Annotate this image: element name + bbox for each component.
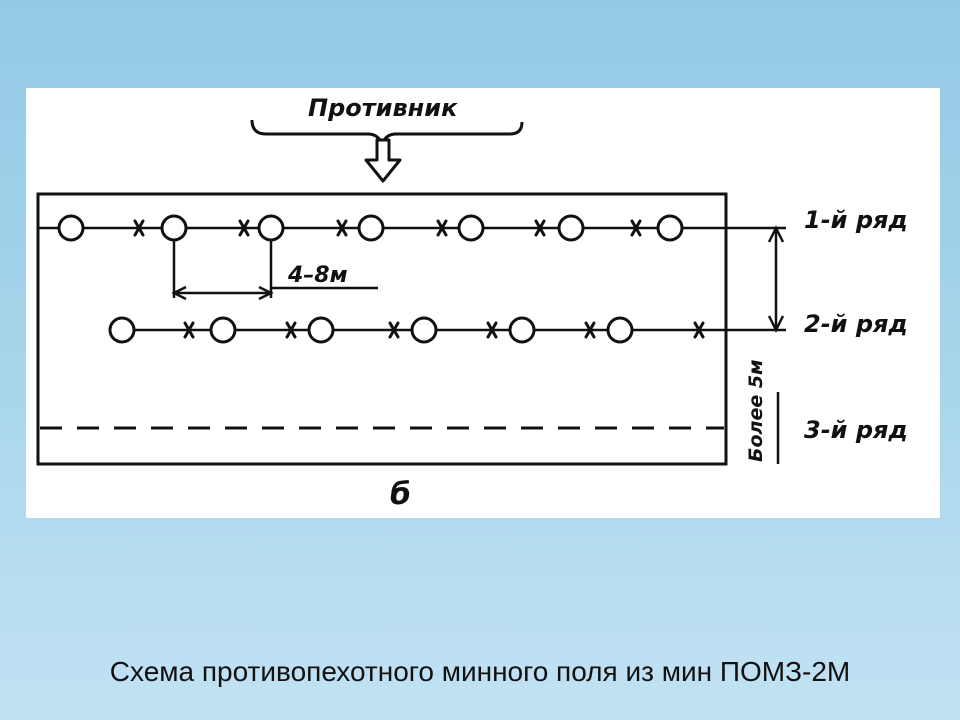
row2-mines <box>108 316 634 344</box>
spacing-label: 4–8м <box>287 263 348 288</box>
row2-label: 2-й ряд <box>804 310 908 338</box>
enemy-arrow-icon <box>364 138 402 183</box>
cross-mark-icon <box>630 219 642 237</box>
cross-mark-icon <box>336 219 348 237</box>
depth-label: Более 5м <box>745 359 767 462</box>
diagram-panel: Противник <box>26 88 940 518</box>
mine-circle <box>160 214 188 242</box>
mine-circle <box>57 214 85 242</box>
row-spacing-arrow <box>767 225 785 333</box>
cross-mark-icon <box>486 321 498 339</box>
mine-circle <box>209 316 237 344</box>
spacing-dimension <box>171 240 378 301</box>
cross-mark-icon <box>133 219 145 237</box>
row2-crosses <box>183 321 705 339</box>
mine-circle <box>656 214 684 242</box>
mine-circle <box>606 316 634 344</box>
cross-mark-icon <box>183 321 195 339</box>
cross-mark-icon <box>388 321 400 339</box>
figure-letter: б <box>390 477 411 512</box>
mine-circle <box>357 214 385 242</box>
cross-mark-icon <box>584 321 596 339</box>
cross-mark-icon <box>285 321 297 339</box>
cross-mark-icon <box>436 219 448 237</box>
mine-circle <box>508 316 536 344</box>
mine-circle <box>410 316 438 344</box>
row3-label: 3-й ряд <box>804 416 908 444</box>
mine-circle <box>307 316 335 344</box>
cross-mark-icon <box>534 219 546 237</box>
row1-crosses <box>133 219 642 237</box>
mine-circle <box>557 214 585 242</box>
slide-caption: Схема противопехотного минного поля из м… <box>109 656 851 687</box>
minefield-diagram: Противник <box>36 94 908 512</box>
cross-mark-icon <box>238 219 250 237</box>
mine-circle <box>257 214 285 242</box>
mine-circle <box>108 316 136 344</box>
cross-mark-icon <box>693 321 705 339</box>
enemy-label: Противник <box>308 94 458 122</box>
row1-label: 1-й ряд <box>804 206 908 234</box>
mine-circle <box>457 214 485 242</box>
